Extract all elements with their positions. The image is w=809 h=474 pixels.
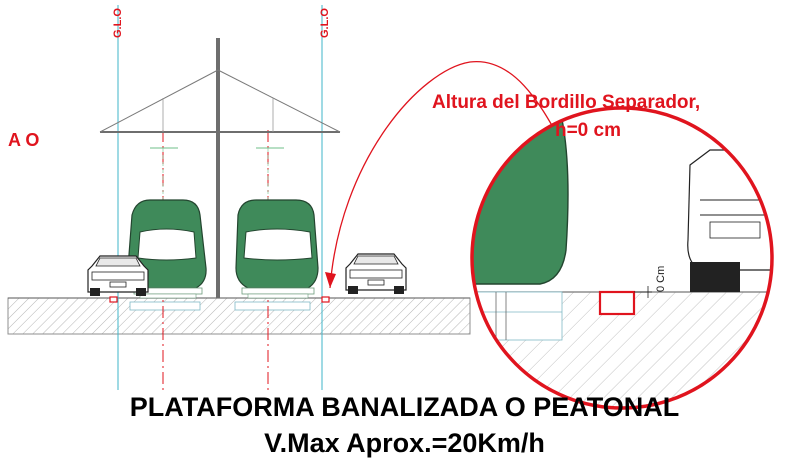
car-icon (87, 255, 149, 296)
callout-line-2: h=0 cm (555, 120, 621, 141)
tram-icon (127, 199, 207, 299)
axis-label-right: G.L.O (319, 8, 331, 38)
speed-subtitle: V.Max Aprox.=20Km/h (264, 428, 545, 458)
dimension-label: 0 Cm (655, 266, 667, 292)
ground-slab (7, 297, 471, 335)
car-icon (345, 253, 407, 294)
diagram-title: PLATAFORMA BANALIZADA O PEATONAL (129, 392, 680, 422)
side-text: A O (8, 130, 39, 150)
catenary-pole-icon (99, 38, 341, 298)
tram-icon (235, 199, 319, 299)
curb-marker (109, 296, 118, 303)
callout-line-1: Altura del Bordillo Separador, (432, 92, 700, 113)
axis-label-left: G.L.O (112, 8, 124, 38)
curb-marker (321, 296, 330, 303)
detail-magnifier (470, 106, 774, 410)
